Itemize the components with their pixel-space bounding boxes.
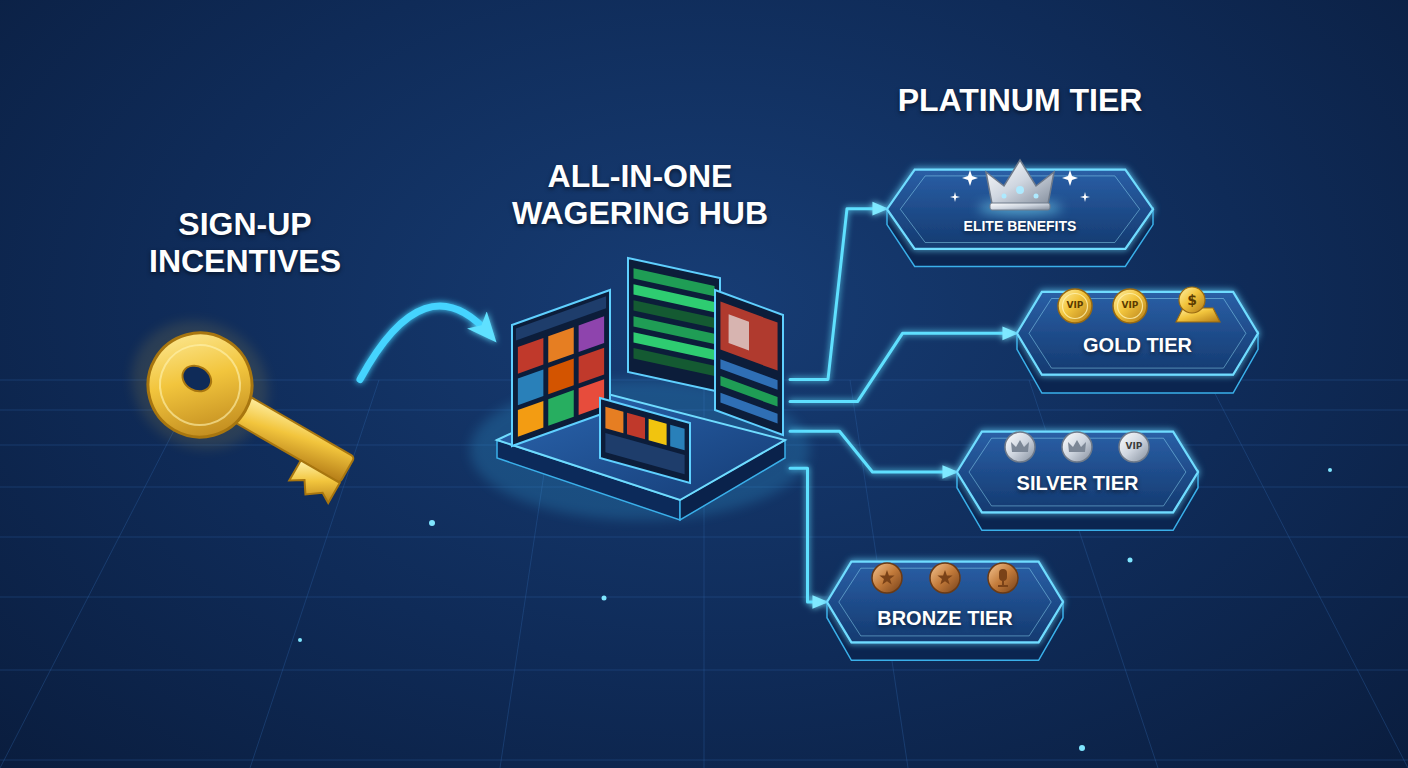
- tier-benefit: ELITE BENEFITS: [885, 218, 1155, 234]
- silver-crown: [978, 160, 1062, 215]
- glow-dots: [298, 359, 1332, 751]
- connector-arrow: [790, 468, 825, 602]
- medal-label: VIP: [1100, 301, 1160, 311]
- connector-arrow: [360, 306, 490, 379]
- tier-label: GOLD TIER: [1015, 334, 1260, 357]
- screen-panel: [600, 398, 690, 483]
- screen-panel: [628, 258, 720, 392]
- golden-key: [108, 296, 378, 523]
- connector-arrow: [790, 209, 885, 380]
- connector-arrow: [790, 431, 955, 472]
- medal-label: VIP: [1045, 301, 1105, 311]
- screen-panel: [512, 290, 610, 446]
- tier-label: BRONZE TIER: [825, 607, 1065, 630]
- gold-bar-coin: [1176, 287, 1220, 322]
- tier-heading: PLATINUM TIER: [885, 82, 1155, 119]
- node-heading: SIGN-UP INCENTIVES: [130, 206, 360, 280]
- connector-arrow: [790, 333, 1015, 401]
- bronze-medal: [872, 563, 1018, 593]
- screen-panel: [715, 290, 783, 435]
- tier-label: SILVER TIER: [955, 472, 1200, 495]
- node-heading: ALL-IN-ONE WAGERING HUB: [490, 158, 790, 232]
- sparkles: [950, 170, 1090, 202]
- medal-label: $: [1162, 293, 1222, 308]
- medal-label: VIP: [1104, 442, 1164, 452]
